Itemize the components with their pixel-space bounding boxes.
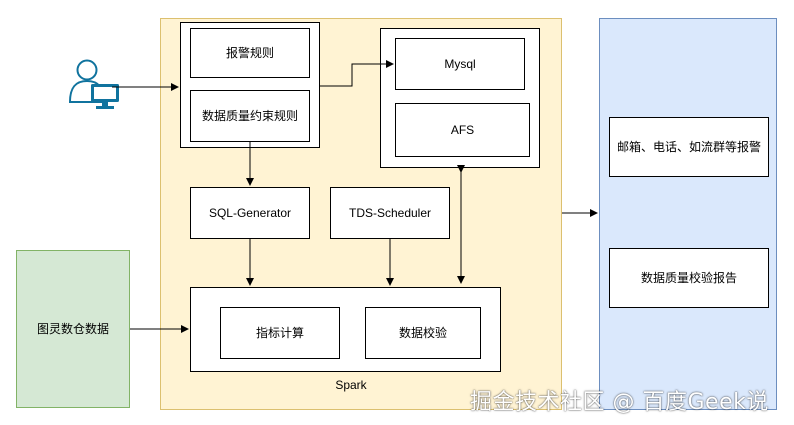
tds-scheduler-box: TDS-Scheduler: [330, 187, 450, 239]
data-check-box: 数据校验: [365, 307, 481, 359]
quality-rules-label: 数据质量约束规则: [201, 108, 298, 123]
mysql-box: Mysql: [395, 38, 525, 90]
report-box: 数据质量校验报告: [609, 248, 769, 308]
source-warehouse-label: 图灵数仓数据: [36, 322, 109, 336]
sql-generator-box: SQL-Generator: [190, 187, 310, 239]
data-check-label: 数据校验: [398, 325, 447, 340]
user-at-computer-icon: [68, 59, 119, 109]
watermark: 掘金技术社区 @ 百度Geek说: [470, 390, 769, 415]
metric-calc-box: 指标计算: [220, 307, 340, 359]
afs-label: AFS: [450, 122, 475, 137]
alert-rules-box: 报警规则: [190, 28, 310, 78]
spark-label: Spark: [335, 378, 367, 392]
alert-rules-label: 报警规则: [225, 45, 274, 60]
source-panel: [16, 250, 130, 408]
quality-rules-box: 数据质量约束规则: [190, 90, 310, 142]
afs-box: AFS: [395, 103, 530, 157]
notify-box: 邮箱、电话、如流群等报警: [609, 117, 769, 177]
report-label: 数据质量校验报告: [640, 270, 737, 285]
mysql-label: Mysql: [444, 56, 476, 71]
notify-label: 邮箱、电话、如流群等报警: [616, 139, 761, 154]
output-panel: [599, 18, 777, 410]
metric-calc-label: 指标计算: [255, 325, 304, 340]
tds-scheduler-label: TDS-Scheduler: [348, 205, 432, 220]
sql-generator-label: SQL-Generator: [208, 205, 292, 220]
